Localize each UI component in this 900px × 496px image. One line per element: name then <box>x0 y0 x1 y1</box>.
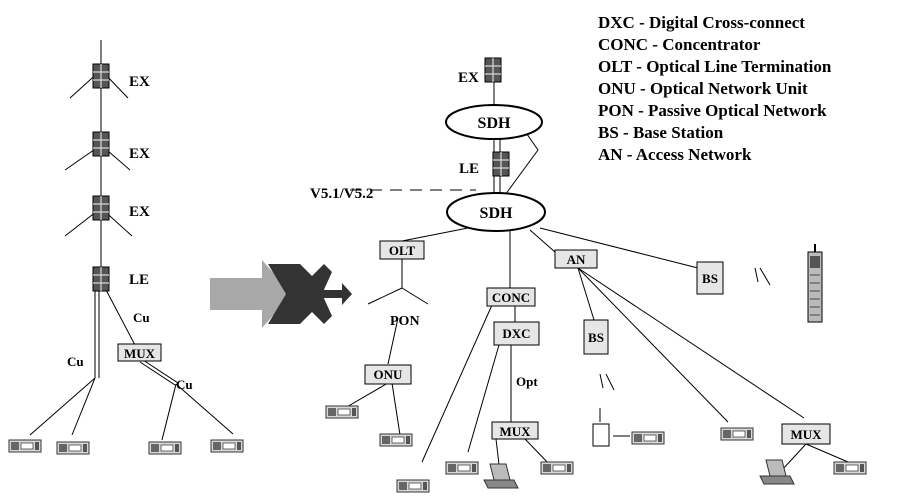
radio-link-icon <box>599 267 771 391</box>
conc-label: CONC <box>492 290 530 305</box>
right-mux-label: MUX <box>790 427 822 442</box>
exchange-switch-icon <box>484 57 502 83</box>
left-le-label: LE <box>129 272 149 288</box>
bs-far-label: BS <box>702 271 718 286</box>
left-mux-node: MUX <box>117 343 162 362</box>
legend-item-onu: ONU - Optical Network Unit <box>598 79 808 98</box>
olt-node: OLT <box>379 240 425 260</box>
local-exchange-switch-icon <box>492 151 510 177</box>
telephone-icon <box>148 441 182 455</box>
telephone-icon <box>720 427 754 441</box>
telephone-icon <box>445 461 479 475</box>
pon-label: PON <box>390 314 420 329</box>
olt-label: OLT <box>389 243 416 258</box>
sdh-main-ring: SDH <box>446 192 546 232</box>
legend-item-dxc: DXC - Digital Cross-connect <box>598 13 805 32</box>
legend-item-conc: CONC - Concentrator <box>598 35 761 54</box>
left-cu2-label: Cu <box>67 354 84 369</box>
near-base-station: BS <box>583 319 609 355</box>
far-base-station: BS <box>696 261 724 295</box>
right-ex-label: EX <box>458 70 479 86</box>
telephone-icon <box>8 439 42 453</box>
left-cu3-label: Cu <box>176 377 193 392</box>
left-network <box>29 40 234 441</box>
local-exchange-switch-icon <box>92 266 110 292</box>
left-ex3-label: EX <box>129 204 150 220</box>
exchange-switch-icon <box>92 131 110 157</box>
legend-item-an: AN - Access Network <box>598 145 752 164</box>
sdh-main-label: SDH <box>480 205 513 222</box>
onu-label: ONU <box>374 367 404 382</box>
telephone-icon <box>540 461 574 475</box>
legend-item-bs: BS - Base Station <box>598 123 724 142</box>
left-cu1-label: Cu <box>133 310 150 325</box>
legend-item-olt: OLT - Optical Line Termination <box>598 57 832 76</box>
sdh-top-label: SDH <box>478 115 511 132</box>
bs-near-label: BS <box>588 330 604 345</box>
center-mux-label: MUX <box>499 424 531 439</box>
conc-node: CONC <box>486 287 536 307</box>
left-mux-label: MUX <box>124 346 156 361</box>
onu-node: ONU <box>364 364 412 385</box>
right-le-label: LE <box>459 161 479 177</box>
telephone-icon <box>210 439 244 453</box>
abbreviation-legend: DXC - Digital Cross-connect CONC - Conce… <box>598 12 831 166</box>
right-mux-node: MUX <box>781 423 831 445</box>
laptop-icon <box>483 463 519 489</box>
dxc-label: DXC <box>502 326 530 341</box>
dxc-node: DXC <box>493 321 540 346</box>
telephone-icon <box>833 461 867 475</box>
wireless-terminal-icon <box>592 423 610 447</box>
telephone-icon <box>396 479 430 493</box>
an-node: AN <box>554 249 598 269</box>
mobile-phone-icon <box>807 244 823 323</box>
an-label: AN <box>567 252 586 267</box>
opt-label: Opt <box>516 374 538 389</box>
legend-item-pon: PON - Passive Optical Network <box>598 101 827 120</box>
v5-interface-label: V5.1/V5.2 <box>310 186 373 202</box>
evolution-arrow <box>210 260 352 328</box>
exchange-switch-icon <box>92 195 110 221</box>
center-mux-node: MUX <box>491 421 539 440</box>
telephone-icon <box>379 433 413 447</box>
telephone-icon <box>325 405 359 419</box>
sdh-top-ring: SDH <box>445 104 543 140</box>
telephone-icon <box>631 431 665 445</box>
left-ex1-label: EX <box>129 74 150 90</box>
exchange-switch-icon <box>92 63 110 89</box>
laptop-icon <box>759 459 795 485</box>
left-ex2-label: EX <box>129 146 150 162</box>
telephone-icon <box>56 441 90 455</box>
